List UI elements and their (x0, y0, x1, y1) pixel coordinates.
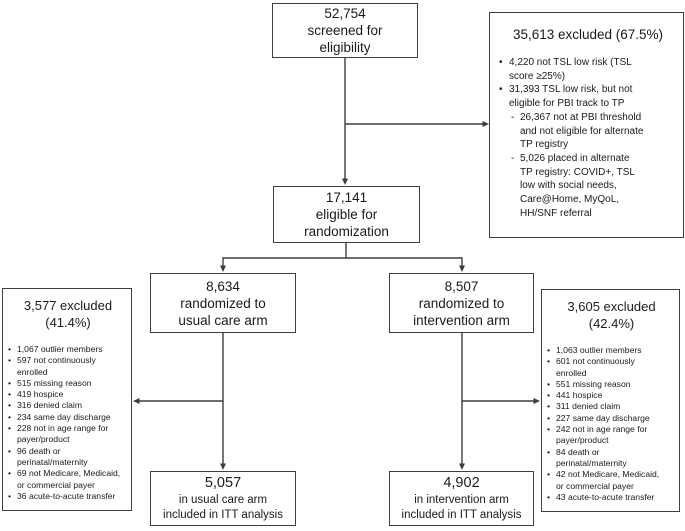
exclusion-reason-text: 69 not Medicare, Medicaid, or commercial… (17, 468, 121, 490)
bullet-icon: • (547, 424, 551, 435)
exclusion-reason: • 228 not in age range for payer/product (8, 423, 128, 446)
exclusion-reason-text: 42 not Medicare, Medicaid, or commercial… (556, 469, 660, 491)
exclusion-reason: • 1,067 outlier members (8, 344, 128, 355)
exclusion-reason: • 311 denied claim (547, 401, 676, 412)
exclusion-reason-text: 601 not continuously enrolled (556, 356, 635, 378)
exclusion-reason: • 84 death or perinatal/maternity (547, 447, 676, 470)
bullet-icon: • (547, 345, 551, 355)
exclusion-reason: • 419 hospice (8, 389, 128, 400)
itt-count: 5,057 (204, 475, 242, 491)
exclusion-reason: • 551 missing reason (547, 379, 676, 390)
exclusion-reason: • 31,393 TSL low risk, but not eligible … (499, 83, 677, 110)
box-itt-intervention: 4,902 in intervention arm included in IT… (389, 471, 534, 526)
bullet-icon: • (547, 356, 551, 367)
exclusion-title: 3,577 excluded (41.4%) (23, 298, 113, 330)
exclusion-subreason: - 26,367 not at PBI threshold and not el… (511, 111, 677, 152)
exclusion-reason: • 43 acute-to-acute transfer (547, 492, 676, 503)
bullet-icon: • (8, 377, 12, 388)
box-screened: 52,754 screened for eligibility (272, 3, 418, 58)
dash-icon: - (511, 152, 515, 164)
itt-label: in usual care arm included in ITT analys… (163, 494, 283, 521)
box-usual-care-arm: 8,634 randomized to usual care arm (150, 273, 296, 333)
bullet-icon: • (8, 389, 12, 400)
box-intervention-arm-text: 8,507 randomized to intervention arm (413, 278, 510, 328)
exclusion-reason-list: • 4,220 not TSL low risk (TSL score ≥25%… (499, 56, 677, 220)
box-excluded-screening: 35,613 excluded (67.5%) • 4,220 not TSL … (489, 12, 684, 238)
box-eligible: 17,141 eligible for randomization (273, 186, 420, 243)
exclusion-reason-text: 234 same day discharge (17, 411, 111, 422)
bullet-icon: • (8, 355, 12, 366)
exclusion-reason-text: 96 death or perinatal/maternity (17, 445, 88, 467)
bullet-icon: • (8, 411, 12, 422)
exclusion-reason: • 1,063 outlier members (547, 345, 676, 356)
dash-icon: - (511, 111, 515, 123)
exclusion-reason-text: 228 not in age range for payer/product (17, 423, 109, 445)
itt-label: in intervention arm included in ITT anal… (401, 494, 522, 521)
exclusion-subreason-text: 26,367 not at PBI threshold and not elig… (520, 111, 644, 151)
exclusion-reason-text: 551 missing reason (556, 378, 631, 389)
box-excluded-usual-care: 3,577 excluded (41.4%) • 1,067 outlier me… (2, 288, 132, 511)
box-itt-usual-care: 5,057 in usual care arm included in ITT … (150, 471, 296, 526)
exclusion-reason: • 42 not Medicare, Medicaid, or commercia… (547, 469, 676, 492)
itt-count: 4,902 (443, 475, 480, 491)
exclusion-reason-text: 4,220 not TSL low risk (TSL score ≥25%) (509, 57, 632, 82)
exclusion-reason: • 597 not continuously enrolled (8, 355, 128, 378)
exclusion-reason-text: 1,063 outlier members (556, 345, 642, 355)
exclusion-subreason: - 5,026 placed in alternate TP registry:… (511, 152, 677, 221)
bullet-icon: • (499, 84, 503, 96)
exclusion-reason-text: 1,067 outlier members (17, 344, 103, 354)
exclusion-title: 35,613 excluded (67.5%) (512, 27, 664, 42)
bullet-icon: • (8, 445, 12, 456)
exclusion-reason-text: 316 denied claim (17, 400, 82, 411)
exclusion-reason-text: 441 hospice (556, 390, 603, 401)
exclusion-reason: • 227 same day discharge (547, 413, 676, 424)
bullet-icon: • (547, 446, 551, 457)
exclusion-reason-list: • 1,067 outlier members • 597 not continuo… (8, 344, 128, 502)
exclusion-reason-text: 419 hospice (17, 389, 64, 400)
bullet-icon: • (8, 490, 12, 501)
bullet-icon: • (8, 400, 12, 411)
exclusion-reason: • 242 not in age range for payer/product (547, 424, 676, 447)
bullet-icon: • (8, 468, 12, 479)
exclusion-reason-text: 242 not in age range for payer/product (556, 424, 648, 446)
exclusion-reason-text: 311 denied claim (556, 401, 621, 412)
bullet-icon: • (499, 57, 503, 68)
exclusion-reason: • 316 denied claim (8, 400, 128, 411)
exclusion-reason-text: 43 acute-to-acute transfer (556, 491, 655, 502)
exclusion-reason: • 96 death or perinatal/maternity (8, 446, 128, 469)
bullet-icon: • (547, 401, 551, 412)
exclusion-reason-text: 515 missing reason (17, 377, 92, 388)
exclusion-title: 3,605 excluded (42.4%) (567, 299, 656, 331)
exclusion-reason-text: 36 acute-to-acute transfer (17, 490, 116, 501)
exclusion-subreason-text: 5,026 placed in alternate TP registry: C… (520, 152, 635, 219)
bullet-icon: • (547, 378, 551, 389)
exclusion-reason: • 234 same day discharge (8, 412, 128, 423)
box-usual-care-arm-text: 8,634 randomized to usual care arm (178, 278, 268, 328)
bullet-icon: • (547, 390, 551, 401)
exclusion-reason-text: 227 same day discharge (556, 412, 650, 423)
exclusion-reason: • 601 not continuously enrolled (547, 356, 676, 379)
exclusion-reason: • 36 acute-to-acute transfer (8, 491, 128, 502)
bullet-icon: • (547, 469, 551, 480)
box-excluded-intervention: 3,605 excluded (42.4%) • 1,063 outlier me… (541, 289, 680, 512)
box-eligible-text: 17,141 eligible for randomization (304, 190, 389, 239)
box-intervention-arm: 8,507 randomized to intervention arm (389, 273, 534, 333)
exclusion-reason-text: 84 death or perinatal/maternity (556, 446, 627, 468)
exclusion-reason-list: • 1,063 outlier members • 601 not continuo… (547, 345, 676, 503)
exclusion-reason: • 441 hospice (547, 390, 676, 401)
box-screened-text: 52,754 screened for eligibility (307, 6, 383, 55)
exclusion-reason: • 4,220 not TSL low risk (TSL score ≥25%… (499, 56, 677, 83)
bullet-icon: • (547, 491, 551, 502)
bullet-icon: • (8, 423, 12, 434)
exclusion-reason: • 515 missing reason (8, 378, 128, 389)
exclusion-reason-text: 597 not continuously enrolled (17, 355, 96, 377)
bullet-icon: • (8, 344, 12, 354)
exclusion-reason-text: 31,393 TSL low risk, but not eligible fo… (509, 84, 633, 110)
bullet-icon: • (547, 412, 551, 423)
exclusion-reason: • 69 not Medicare, Medicaid, or commercia… (8, 468, 128, 491)
